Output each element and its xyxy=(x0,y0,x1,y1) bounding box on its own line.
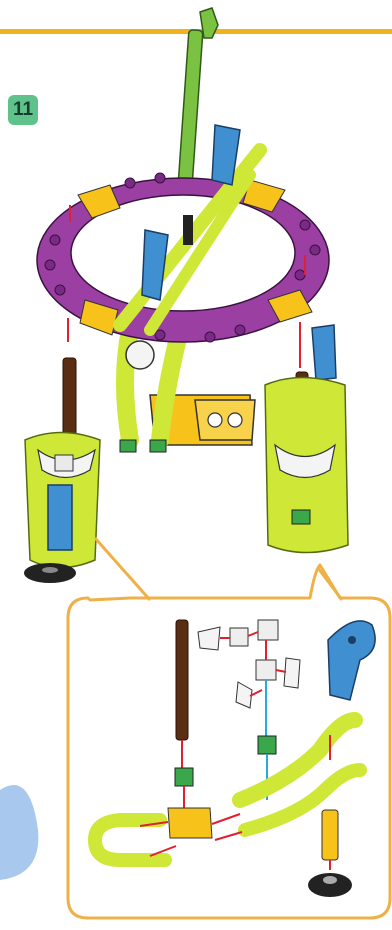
green-pole xyxy=(177,30,203,201)
axle-rod-icon xyxy=(176,620,188,740)
blue-arm xyxy=(48,485,72,550)
left-subassembly xyxy=(24,358,100,583)
instruction-step-badge: 11 xyxy=(8,95,38,125)
green-connector xyxy=(120,440,136,452)
connector-cube-icon xyxy=(230,628,248,646)
green-connector xyxy=(150,440,166,452)
background-blob xyxy=(0,785,38,880)
connector-cube-icon xyxy=(258,620,278,640)
yellow-post xyxy=(322,810,338,860)
connector-cube-icon xyxy=(256,660,276,680)
green-connector xyxy=(292,510,310,524)
connector-cube xyxy=(55,455,73,471)
yellow-connector xyxy=(168,808,212,838)
base-hole xyxy=(228,413,242,427)
right-subassembly xyxy=(265,325,348,553)
connector-cube-icon xyxy=(175,768,193,786)
yellow-base-front xyxy=(195,400,255,440)
base-hole xyxy=(208,413,222,427)
white-joint-piece xyxy=(126,341,154,369)
blue-fin-piece xyxy=(312,325,336,380)
wheel-hub xyxy=(323,876,337,884)
black-axle xyxy=(183,215,193,245)
wheel-hub xyxy=(42,567,58,573)
connector-cube-icon xyxy=(258,736,276,754)
hook-hole xyxy=(348,636,356,644)
callout-bubble xyxy=(68,538,390,918)
white-clip-piece xyxy=(284,658,300,688)
